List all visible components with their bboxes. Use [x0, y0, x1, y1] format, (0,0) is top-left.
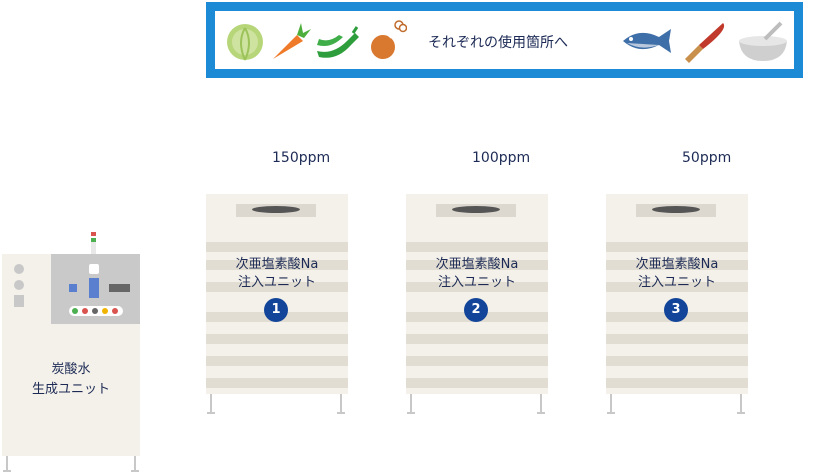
unit-stripe [606, 334, 748, 344]
generator-foot-left [3, 470, 11, 472]
unit-label-line2: 注入ユニット [437, 275, 516, 290]
unit-label-line2: 注入ユニット [237, 275, 316, 290]
unit-stripe [206, 356, 348, 366]
injection-unit-2: 次亜塩素酸Na 注入ユニット 2 [406, 194, 548, 394]
unit-label-line1: 次亜塩素酸Na [635, 257, 719, 272]
ppm-label-1: 150ppm [272, 150, 331, 166]
unit-3-foot-right [737, 412, 745, 414]
green-pepper-icon [317, 26, 359, 58]
unit-1-foot-right [337, 412, 345, 414]
gauge-2 [14, 280, 24, 290]
unit-stripe [406, 334, 548, 344]
unit-slot [652, 206, 700, 213]
unit-label: 次亜塩素酸Na 注入ユニット [606, 256, 748, 292]
status-button-red-2 [112, 308, 118, 314]
unit-label-line1: 次亜塩素酸Na [435, 257, 519, 272]
generator-leg-right [134, 456, 136, 472]
unit-stripe [406, 242, 548, 252]
unit-2-leg-right [540, 394, 542, 414]
unit-1-foot-left [207, 412, 215, 414]
unit-1-leg-left [210, 394, 212, 414]
unit-stripe [606, 260, 748, 270]
unit-3-leg-right [740, 394, 742, 414]
status-button-gray [92, 308, 98, 314]
unit-stripe [406, 356, 548, 366]
unit-number-badge: 1 [264, 298, 288, 322]
injection-unit-1: 次亜塩素酸Na 注入ユニット 1 [206, 194, 348, 394]
bowl-icon [739, 21, 787, 61]
unit-stripe [206, 282, 348, 292]
ppm-label-2: 100ppm [472, 150, 531, 166]
unit-number-badge: 2 [464, 298, 488, 322]
panel-meter [109, 284, 130, 292]
control-panel [51, 254, 140, 324]
unit-label-line2: 注入ユニット [637, 275, 716, 290]
panel-display [89, 278, 99, 298]
unit-stripe [606, 378, 748, 388]
indicator-lamp [89, 264, 99, 274]
generator-label: 炭酸水 生成ユニット [2, 360, 140, 400]
button-row [69, 306, 123, 316]
unit-2-foot-left [407, 412, 415, 414]
unit-stripe [206, 378, 348, 388]
unit-stripe [206, 260, 348, 270]
chicken-leg-icon [371, 20, 407, 59]
injection-unit-3: 次亜塩素酸Na 注入ユニット 3 [606, 194, 748, 394]
unit-label-line1: 次亜塩素酸Na [235, 257, 319, 272]
unit-stripe [406, 282, 548, 292]
unit-3-leg-left [610, 394, 612, 414]
unit-label: 次亜塩素酸Na 注入ユニット [406, 256, 548, 292]
destination-banner: それぞれの使用箇所へ [206, 2, 803, 78]
unit-label: 次亜塩素酸Na 注入ユニット [206, 256, 348, 292]
unit-1-leg-right [340, 394, 342, 414]
status-button-red [82, 308, 88, 314]
unit-stripe [606, 282, 748, 292]
fish-icon [623, 29, 671, 53]
gauge-1 [14, 264, 24, 274]
ppm-label-3: 50ppm [682, 150, 732, 166]
generator-label-line2: 生成ユニット [31, 382, 110, 397]
unit-slot [252, 206, 300, 213]
unit-number-badge: 3 [664, 298, 688, 322]
generator-leg-left [6, 456, 8, 472]
unit-2-leg-left [410, 394, 412, 414]
panel-switch [69, 284, 77, 292]
status-button-green [72, 308, 78, 314]
unit-stripe [206, 242, 348, 252]
knife-icon [685, 23, 725, 63]
gauge-3 [14, 295, 24, 307]
unit-3-foot-left [607, 412, 615, 414]
generator-label-line1: 炭酸水 [51, 362, 91, 377]
unit-stripe [406, 378, 548, 388]
banner-inner: それぞれの使用箇所へ [215, 11, 794, 69]
unit-2-foot-right [537, 412, 545, 414]
cabbage-icon [227, 24, 263, 61]
unit-stripe [606, 242, 748, 252]
unit-slot [452, 206, 500, 213]
generator-foot-right [131, 470, 139, 472]
signal-tower [91, 232, 96, 254]
banner-text: それぞれの使用箇所へ [428, 35, 568, 51]
unit-stripe [406, 260, 548, 270]
carrot-icon [273, 23, 311, 59]
unit-stripe [606, 356, 748, 366]
status-button-yellow [102, 308, 108, 314]
unit-stripe [206, 334, 348, 344]
